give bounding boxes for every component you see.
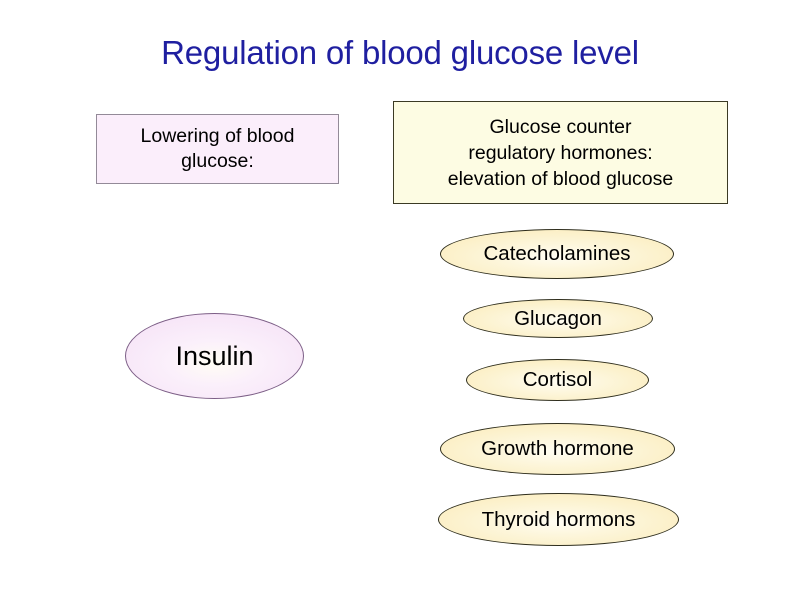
counter-box-line-1: Glucose counter bbox=[489, 115, 632, 138]
hormone-ellipse-insulin: Insulin bbox=[125, 313, 304, 399]
glucose-counter-regulatory-hormones-box: Glucose counter regulatory hormones: ele… bbox=[393, 101, 728, 204]
lowering-box-text: Lowering of blood glucose: bbox=[135, 124, 301, 174]
counter-box-line-2: regulatory hormones: bbox=[468, 141, 653, 164]
hormone-label-catecholamines: Catecholamines bbox=[483, 242, 631, 265]
lowering-box-line-2: glucose: bbox=[181, 150, 254, 172]
hormone-label-thyroid-hormons: Thyroid hormons bbox=[481, 507, 636, 531]
counter-box-line-3: elevation of blood glucose bbox=[447, 167, 674, 190]
hormone-ellipse-thyroid-hormons: Thyroid hormons bbox=[438, 493, 679, 546]
hormone-label-growth-hormone: Growth hormone bbox=[481, 437, 634, 460]
hormone-ellipse-growth-hormone: Growth hormone bbox=[440, 423, 675, 475]
hormone-ellipse-catecholamines: Catecholamines bbox=[440, 229, 674, 279]
hormone-ellipse-cortisol: Cortisol bbox=[466, 359, 649, 401]
hormone-label-cortisol: Cortisol bbox=[522, 368, 593, 391]
hormone-label-glucagon: Glucagon bbox=[514, 306, 602, 330]
lowering-box-line-1: Lowering of blood bbox=[140, 125, 295, 147]
lowering-of-blood-glucose-box: Lowering of blood glucose: bbox=[96, 114, 339, 184]
hormone-label-insulin: Insulin bbox=[175, 340, 254, 371]
page-title: Regulation of blood glucose level bbox=[161, 34, 639, 71]
counter-box-text: Glucose counter regulatory hormones: ele… bbox=[442, 114, 680, 192]
hormone-ellipse-glucagon: Glucagon bbox=[463, 299, 653, 338]
